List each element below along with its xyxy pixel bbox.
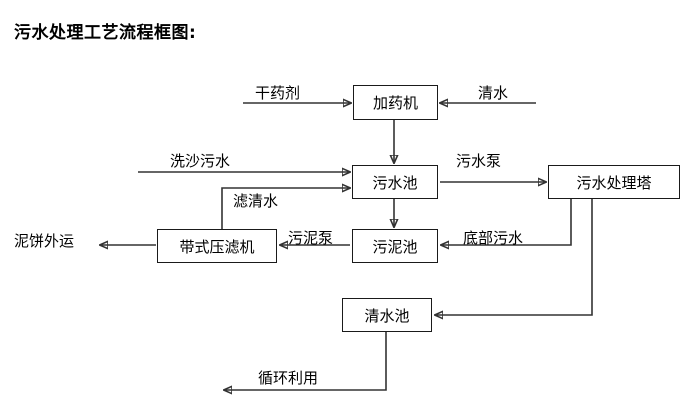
node-dosing-machine[interactable]: 加药机 — [353, 85, 438, 120]
edge-label-sludge-pump: 污泥泵 — [288, 229, 334, 247]
wire-tower-to-sludge-pool — [441, 199, 572, 245]
node-label-sewage-pool: 污水池 — [372, 173, 418, 192]
edge-label-mud-cake-export: 泥饼外运 — [14, 232, 75, 250]
node-clean-water-pool[interactable]: 清水池 — [342, 298, 432, 332]
node-treatment-tower[interactable]: 污水处理塔 — [548, 165, 680, 199]
edge-label-dry-reagent: 干药剂 — [255, 84, 301, 102]
edge-label-filtered-water: 滤清水 — [233, 192, 279, 210]
node-label-treatment-tower: 污水处理塔 — [576, 173, 652, 192]
edge-label-bottom-sewage: 底部污水 — [463, 229, 524, 247]
node-label-sludge-pool: 污泥池 — [372, 237, 418, 256]
node-label-clean-water-pool: 清水池 — [364, 306, 410, 325]
wire-tower-to-clean-water-pool — [435, 199, 593, 315]
node-label-belt-filter-press: 带式压滤机 — [179, 237, 255, 256]
edge-label-sewage-pump: 污水泵 — [456, 152, 502, 170]
node-sludge-pool[interactable]: 污泥池 — [352, 229, 438, 263]
edge-label-sand-washing-water: 洗沙污水 — [170, 152, 231, 170]
edge-label-recycle-use: 循环利用 — [258, 369, 319, 387]
node-label-dosing-machine: 加药机 — [372, 94, 418, 112]
wire-clean-water-pool-to-recycle — [224, 332, 387, 390]
wire-filtered-water-to-sewage-pool — [221, 188, 350, 229]
edge-label-clean-water-in: 清水 — [478, 84, 509, 102]
node-belt-filter-press[interactable]: 带式压滤机 — [157, 229, 277, 263]
node-sewage-pool[interactable]: 污水池 — [352, 165, 438, 199]
page-title: 污水处理工艺流程框图: — [14, 23, 197, 43]
